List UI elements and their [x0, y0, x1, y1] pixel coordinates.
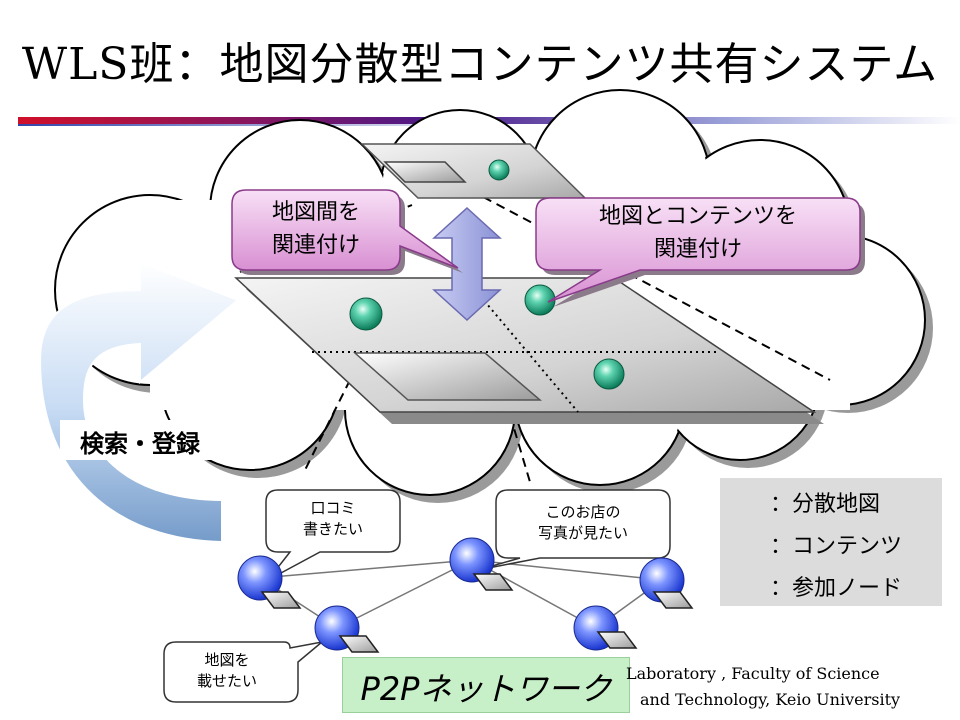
node-icon [237, 555, 283, 601]
request-bubble-shapes [163, 489, 671, 703]
callout-line: 地図とコンテンツを [598, 204, 797, 229]
callout-line: 地図間を [271, 200, 360, 225]
upper-map-tile [383, 161, 467, 183]
legend-row-content: ：コンテンツ [720, 524, 942, 560]
legend: ：分散地図 ：コンテンツ ：参加ノード [720, 478, 942, 606]
request-line: 写真が見たい [537, 524, 628, 542]
legend-row-node: ：参加ノード [720, 566, 942, 602]
request-line: このお店の [545, 503, 621, 521]
content-icon [593, 358, 625, 390]
legend-label: ：分散地図 [770, 492, 881, 517]
footer-line-1: Laboratory , Faculty of Science [626, 664, 880, 683]
footer-line-2: and Technology, Keio University [640, 690, 901, 709]
double-arrow-icon [432, 206, 502, 322]
request-map: 地図を 載せたい [164, 650, 290, 692]
callout-line: 関連付け [653, 237, 742, 262]
callout-line: 関連付け [271, 233, 360, 258]
content-icon [349, 297, 383, 331]
callout-map-to-content: 地図とコンテンツを 関連付け [536, 200, 860, 266]
content-icon [488, 159, 510, 181]
p2p-network-label: P2Pネットワーク [360, 670, 612, 708]
request-line: 載せたい [196, 672, 257, 690]
request-line: 書きたい [302, 520, 363, 538]
plane-grid-lines [312, 277, 720, 413]
node-icon [449, 537, 495, 583]
request-photo: このお店の 写真が見たい [496, 502, 670, 544]
page-title: WLS班：地図分散型コンテンツ共有システム [21, 39, 939, 90]
legend-label: ：参加ノード [770, 576, 903, 601]
legend-label: ：コンテンツ [770, 534, 903, 559]
search-register-label: 検索・登録 [80, 430, 200, 458]
p2p-network-box: P2Pネットワーク [342, 657, 630, 713]
request-line: 口コミ [310, 499, 356, 517]
callout-map-to-map: 地図間を 関連付け [232, 196, 400, 262]
lower-map-tile [353, 352, 543, 401]
node-map-tiles [260, 573, 694, 653]
legend-row-distributed-map: ：分散地図 [720, 482, 942, 518]
request-kuchikomi: 口コミ 書きたい [266, 498, 400, 540]
request-line: 地図を [204, 651, 250, 669]
